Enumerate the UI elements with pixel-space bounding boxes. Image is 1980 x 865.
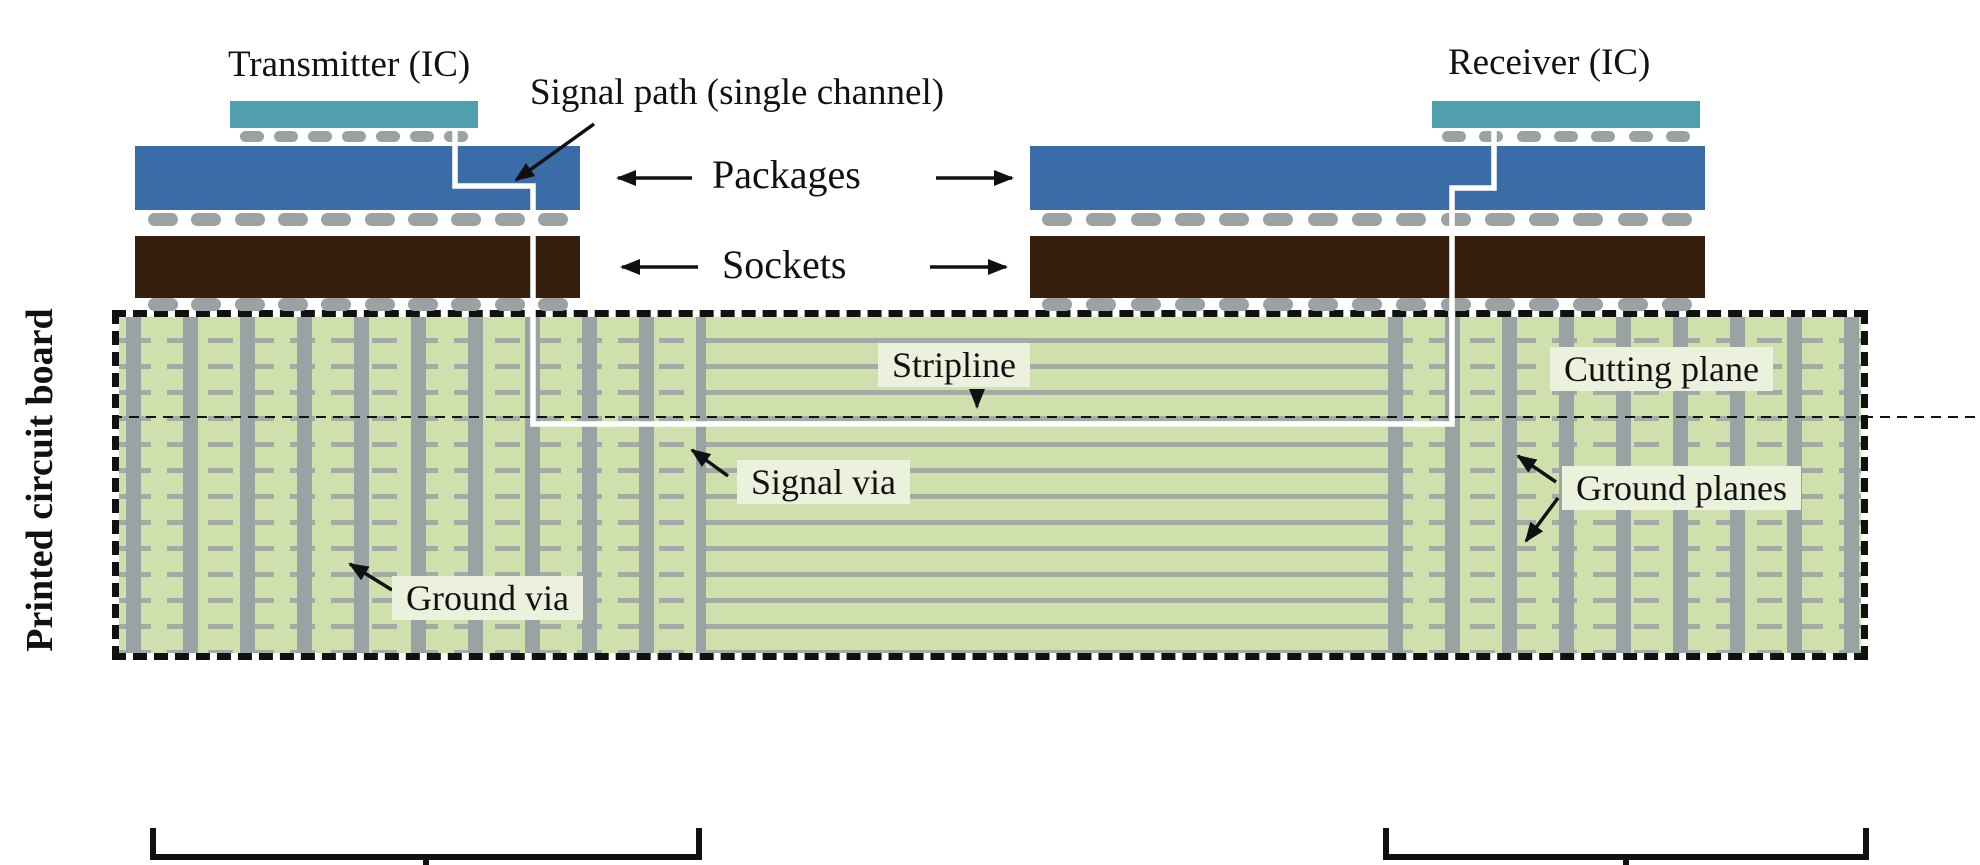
- solder-ball: [364, 297, 395, 311]
- bracket-left: [150, 828, 702, 865]
- solder-ball: [410, 130, 434, 142]
- solder-ball: [234, 212, 265, 226]
- solder-ball: [537, 297, 568, 311]
- solder-ball: [1628, 130, 1653, 142]
- solder-ball: [364, 212, 395, 226]
- solder-ball: [148, 297, 178, 311]
- transmitter-package: [135, 146, 580, 210]
- solder-ball: [234, 297, 265, 311]
- solder-ball: [1042, 297, 1072, 311]
- ground-planes-label: Ground planes: [1562, 466, 1801, 511]
- solder-ball: [1351, 297, 1382, 311]
- receiver-die: [1432, 101, 1700, 128]
- cutting-plane-label: Cutting plane: [1550, 347, 1773, 392]
- solder-ball: [1086, 297, 1117, 311]
- solder-ball: [494, 297, 525, 311]
- solder-ball: [1219, 297, 1250, 311]
- solder-ball: [1661, 297, 1692, 311]
- solder-ball: [1219, 212, 1250, 226]
- solder-ball: [277, 297, 308, 311]
- solder-ball: [451, 297, 482, 311]
- solder-ball: [1130, 212, 1161, 226]
- solder-ball: [321, 297, 352, 311]
- transmitter-socket: [135, 236, 580, 298]
- packages-label: Packages: [712, 152, 861, 197]
- solder-ball: [1442, 130, 1466, 142]
- signal-via-label: Signal via: [737, 460, 910, 505]
- solder-ball: [1130, 297, 1161, 311]
- solder-ball: [1174, 212, 1205, 226]
- solder-ball: [342, 130, 366, 142]
- solder-ball: [376, 130, 400, 142]
- receiver-socket-balls: [1042, 297, 1692, 311]
- bracket-right: [1383, 828, 1869, 865]
- solder-ball: [1553, 130, 1578, 142]
- receiver-package-balls: [1042, 212, 1692, 226]
- solder-ball: [1086, 212, 1117, 226]
- receiver-socket: [1030, 236, 1705, 298]
- solder-ball: [1516, 130, 1541, 142]
- solder-ball: [1665, 130, 1690, 142]
- solder-ball: [1396, 297, 1427, 311]
- solder-ball: [321, 212, 352, 226]
- solder-ball: [1573, 297, 1604, 311]
- solder-ball: [148, 212, 178, 226]
- solder-ball: [444, 130, 468, 142]
- sockets-label: Sockets: [722, 242, 847, 287]
- solder-ball: [1484, 212, 1515, 226]
- solder-ball: [451, 212, 482, 226]
- solder-ball: [1661, 212, 1692, 226]
- signal-path-label: Signal path (single channel): [530, 72, 945, 113]
- solder-ball: [1529, 297, 1560, 311]
- solder-ball: [537, 212, 568, 226]
- solder-ball: [1263, 212, 1294, 226]
- receiver-package: [1030, 146, 1705, 210]
- solder-ball: [1440, 212, 1471, 226]
- solder-ball: [1617, 212, 1648, 226]
- solder-ball: [1440, 297, 1471, 311]
- solder-ball: [1042, 212, 1072, 226]
- solder-ball: [1484, 297, 1515, 311]
- solder-ball: [1307, 297, 1338, 311]
- ground-via-label: Ground via: [392, 576, 583, 621]
- stripline-label: Stripline: [878, 343, 1030, 388]
- transmitter-socket-balls: [148, 297, 568, 311]
- solder-ball: [1479, 130, 1504, 142]
- solder-ball: [1263, 297, 1294, 311]
- solder-ball: [1307, 212, 1338, 226]
- solder-ball: [277, 212, 308, 226]
- solder-ball: [1591, 130, 1616, 142]
- receiver-label: Receiver (IC): [1448, 42, 1651, 83]
- pcb-label: Printed circuit board: [19, 308, 61, 652]
- solder-ball: [1529, 212, 1560, 226]
- solder-ball: [1573, 212, 1604, 226]
- solder-ball: [1351, 212, 1382, 226]
- transmitter-die-balls: [240, 129, 468, 143]
- solder-ball: [1174, 297, 1205, 311]
- solder-ball: [191, 212, 222, 226]
- solder-ball: [191, 297, 222, 311]
- solder-ball: [274, 130, 298, 142]
- solder-ball: [240, 130, 264, 142]
- transmitter-die: [230, 101, 478, 128]
- transmitter-label: Transmitter (IC): [228, 44, 471, 85]
- solder-ball: [1617, 297, 1648, 311]
- solder-ball: [407, 297, 438, 311]
- solder-ball: [308, 130, 332, 142]
- solder-ball: [1396, 212, 1427, 226]
- solder-ball: [407, 212, 438, 226]
- transmitter-package-balls: [148, 212, 568, 226]
- solder-ball: [494, 212, 525, 226]
- receiver-die-balls: [1442, 129, 1690, 143]
